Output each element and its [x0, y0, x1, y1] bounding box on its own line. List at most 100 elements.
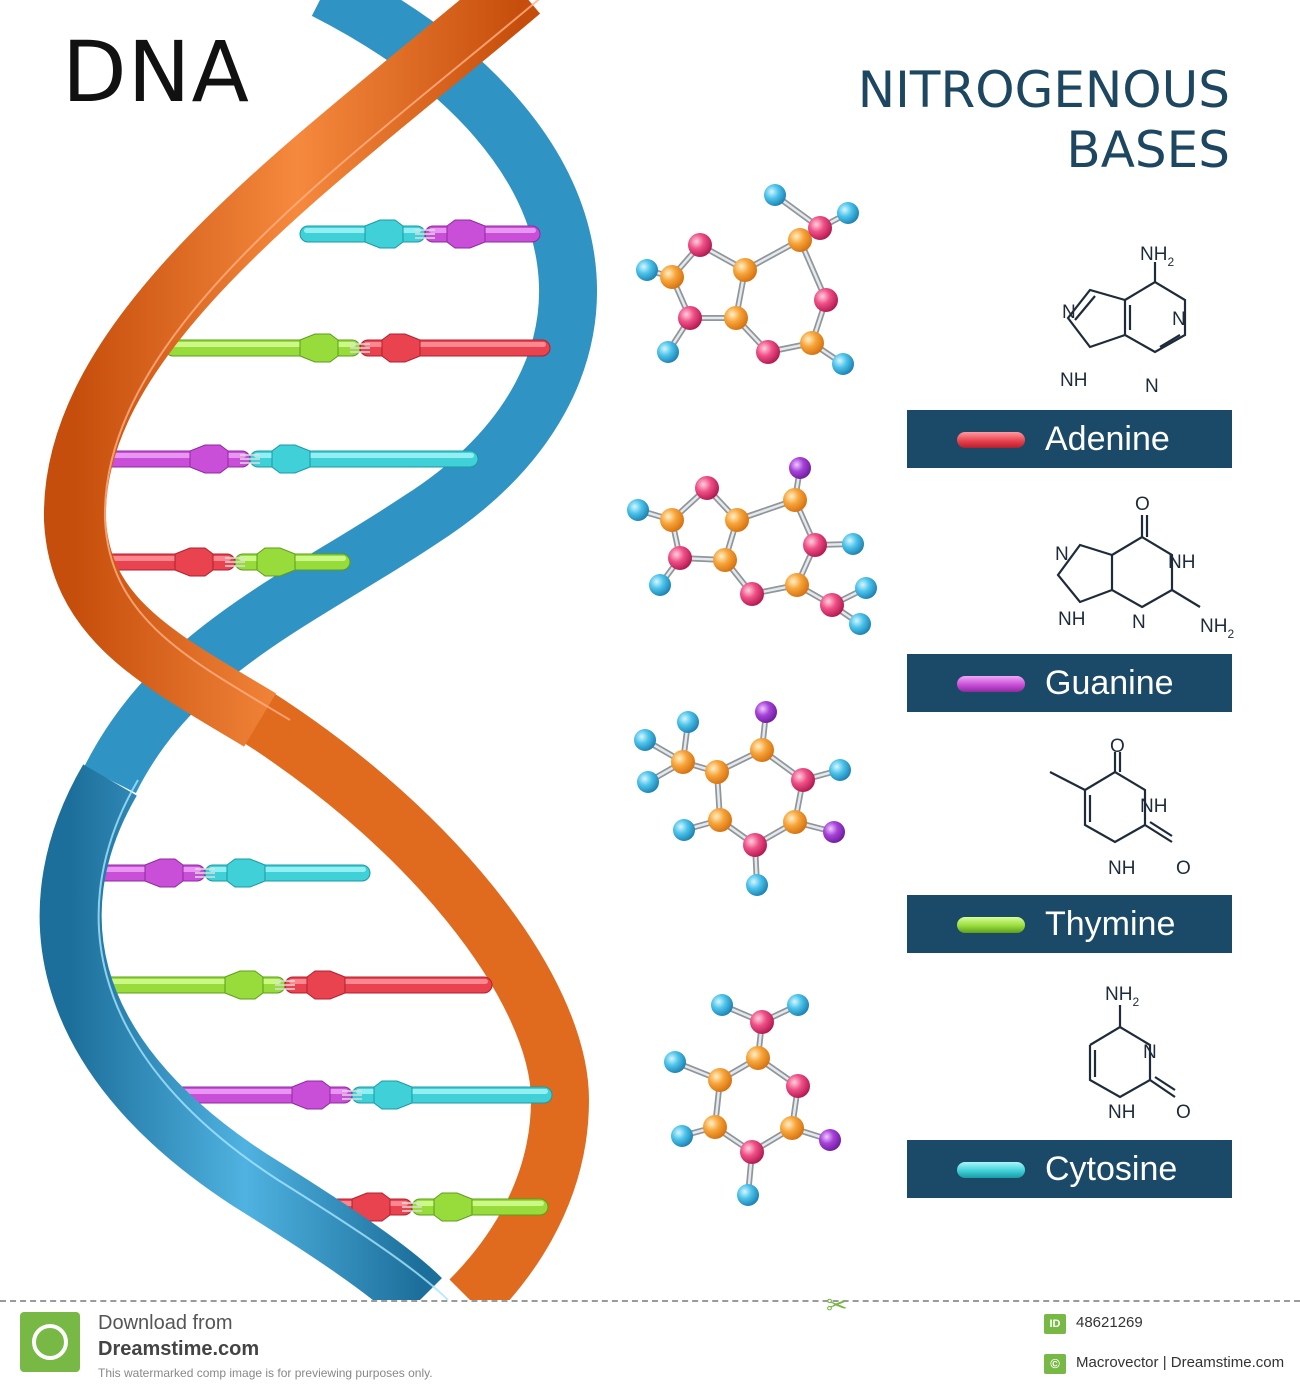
atom-sphere — [724, 306, 748, 330]
base-label-adenine: Adenine — [907, 410, 1232, 468]
atom-sphere — [713, 548, 737, 572]
formula-cytosine — [1088, 1005, 1176, 1099]
molecule-thymine — [634, 701, 851, 896]
atom-sphere — [855, 577, 877, 599]
atom-sphere — [660, 508, 684, 532]
thymine-label: Thymine — [1045, 905, 1176, 943]
atom-sphere — [740, 582, 764, 606]
blue-strand-front — [39, 764, 442, 1300]
heading-line-1: NITROGENOUS — [857, 61, 1230, 119]
atom-sphere — [746, 1046, 770, 1070]
atom-sphere — [808, 216, 832, 240]
atom-sphere — [627, 499, 649, 521]
atom-sphere — [677, 711, 699, 733]
orange-strand-back — [215, 675, 590, 1300]
atom-sphere — [803, 533, 827, 557]
atom-sphere — [649, 574, 671, 596]
atom-sphere — [832, 353, 854, 375]
atom-sphere — [740, 1140, 764, 1164]
guanine-n-label-1: N — [1055, 544, 1069, 565]
blue-strand-edge — [97, 779, 449, 1300]
base-pair-rung — [79, 444, 479, 474]
atom-sphere — [634, 729, 656, 751]
molecule-models — [627, 184, 877, 1206]
atom-sphere — [787, 994, 809, 1016]
base-pair-rungs — [69, 219, 553, 1222]
base-pair-rung — [74, 858, 371, 888]
molecule-cytosine — [664, 994, 841, 1206]
base-pair-rung — [79, 970, 493, 1000]
atom-sphere — [746, 874, 768, 896]
cytosine-n-label: N — [1143, 1042, 1157, 1063]
orange-strand-front — [43, 0, 541, 747]
guanine-nh2-label: NH2 — [1200, 616, 1234, 641]
atom-sphere — [708, 808, 732, 832]
base-pair-rung — [164, 333, 551, 363]
dna-infographic: NH2 N N N NH O NH N N NH NH2 O NH NH O N… — [39, 0, 1234, 1300]
atom-sphere — [756, 340, 780, 364]
copyright-icon: © — [1044, 1354, 1066, 1374]
nitrogenous-bases-heading: NITROGENOUS BASES — [858, 60, 1230, 180]
author-credit: Macrovector | Dreamstime.com — [1076, 1354, 1285, 1371]
dna-title: DNA — [62, 23, 250, 121]
atom-sphere — [755, 701, 777, 723]
formula-guanine — [1056, 515, 1201, 609]
cytosine-nh-label: NH — [1108, 1102, 1135, 1123]
adenine-swatch — [957, 432, 1025, 448]
adenine-n-label-2: N — [1145, 376, 1159, 397]
atom-sphere — [725, 508, 749, 532]
atom-sphere — [660, 265, 684, 289]
formula-adenine — [1066, 262, 1187, 354]
atom-sphere — [673, 819, 695, 841]
thymine-nh-label-1: NH — [1140, 796, 1167, 817]
scissors-icon: ✂ — [826, 1290, 848, 1320]
atom-sphere — [788, 228, 812, 252]
guanine-label: Guanine — [1045, 664, 1174, 702]
atom-sphere — [837, 202, 859, 224]
preview-note: This watermarked comp image is for previ… — [98, 1366, 433, 1380]
atom-sphere — [733, 258, 757, 282]
id-badge-icon: ID — [1044, 1314, 1066, 1334]
guanine-swatch — [957, 676, 1025, 692]
watermark-footer: Download from Dreamstime.com This waterm… — [0, 1290, 1300, 1392]
adenine-nh-label: NH — [1060, 370, 1087, 391]
atom-sphere — [800, 331, 824, 355]
atom-sphere — [750, 738, 774, 762]
thymine-o-label-2: O — [1176, 858, 1191, 879]
dreamstime-logo-icon — [20, 1312, 80, 1372]
thymine-nh-label-2: NH — [1108, 858, 1135, 879]
site-name-link[interactable]: Dreamstime.com — [98, 1338, 260, 1360]
image-id: 48621269 — [1076, 1314, 1143, 1331]
adenine-n-label-3: N — [1062, 302, 1076, 323]
atom-sphere — [671, 750, 695, 774]
atom-sphere — [819, 1129, 841, 1151]
atom-sphere — [780, 1116, 804, 1140]
guanine-n-label-2: N — [1132, 612, 1146, 633]
guanine-o-label: O — [1135, 494, 1150, 515]
atom-sphere — [708, 1068, 732, 1092]
thymine-swatch — [957, 917, 1025, 933]
dna-helix-front — [39, 0, 541, 1300]
atom-sphere — [786, 1074, 810, 1098]
atom-sphere — [737, 1184, 759, 1206]
atom-sphere — [814, 288, 838, 312]
atom-sphere — [703, 1115, 727, 1139]
base-pair-rung — [299, 219, 541, 249]
atom-sphere — [671, 1125, 693, 1147]
atom-sphere — [711, 994, 733, 1016]
cytosine-swatch — [957, 1162, 1025, 1178]
orange-strand-edge — [103, 0, 540, 721]
atom-sphere — [678, 306, 702, 330]
atom-sphere — [743, 833, 767, 857]
cytosine-nh2-label: NH2 — [1105, 984, 1139, 1009]
atom-sphere — [750, 1010, 774, 1034]
cytosine-o-label: O — [1176, 1102, 1191, 1123]
atom-sphere — [785, 573, 809, 597]
formula-thymine — [1049, 752, 1173, 844]
atom-sphere — [688, 233, 712, 257]
atom-sphere — [783, 488, 807, 512]
atom-sphere — [695, 476, 719, 500]
base-label-guanine: Guanine — [907, 654, 1232, 712]
atom-sphere — [764, 184, 786, 206]
atom-sphere — [842, 533, 864, 555]
